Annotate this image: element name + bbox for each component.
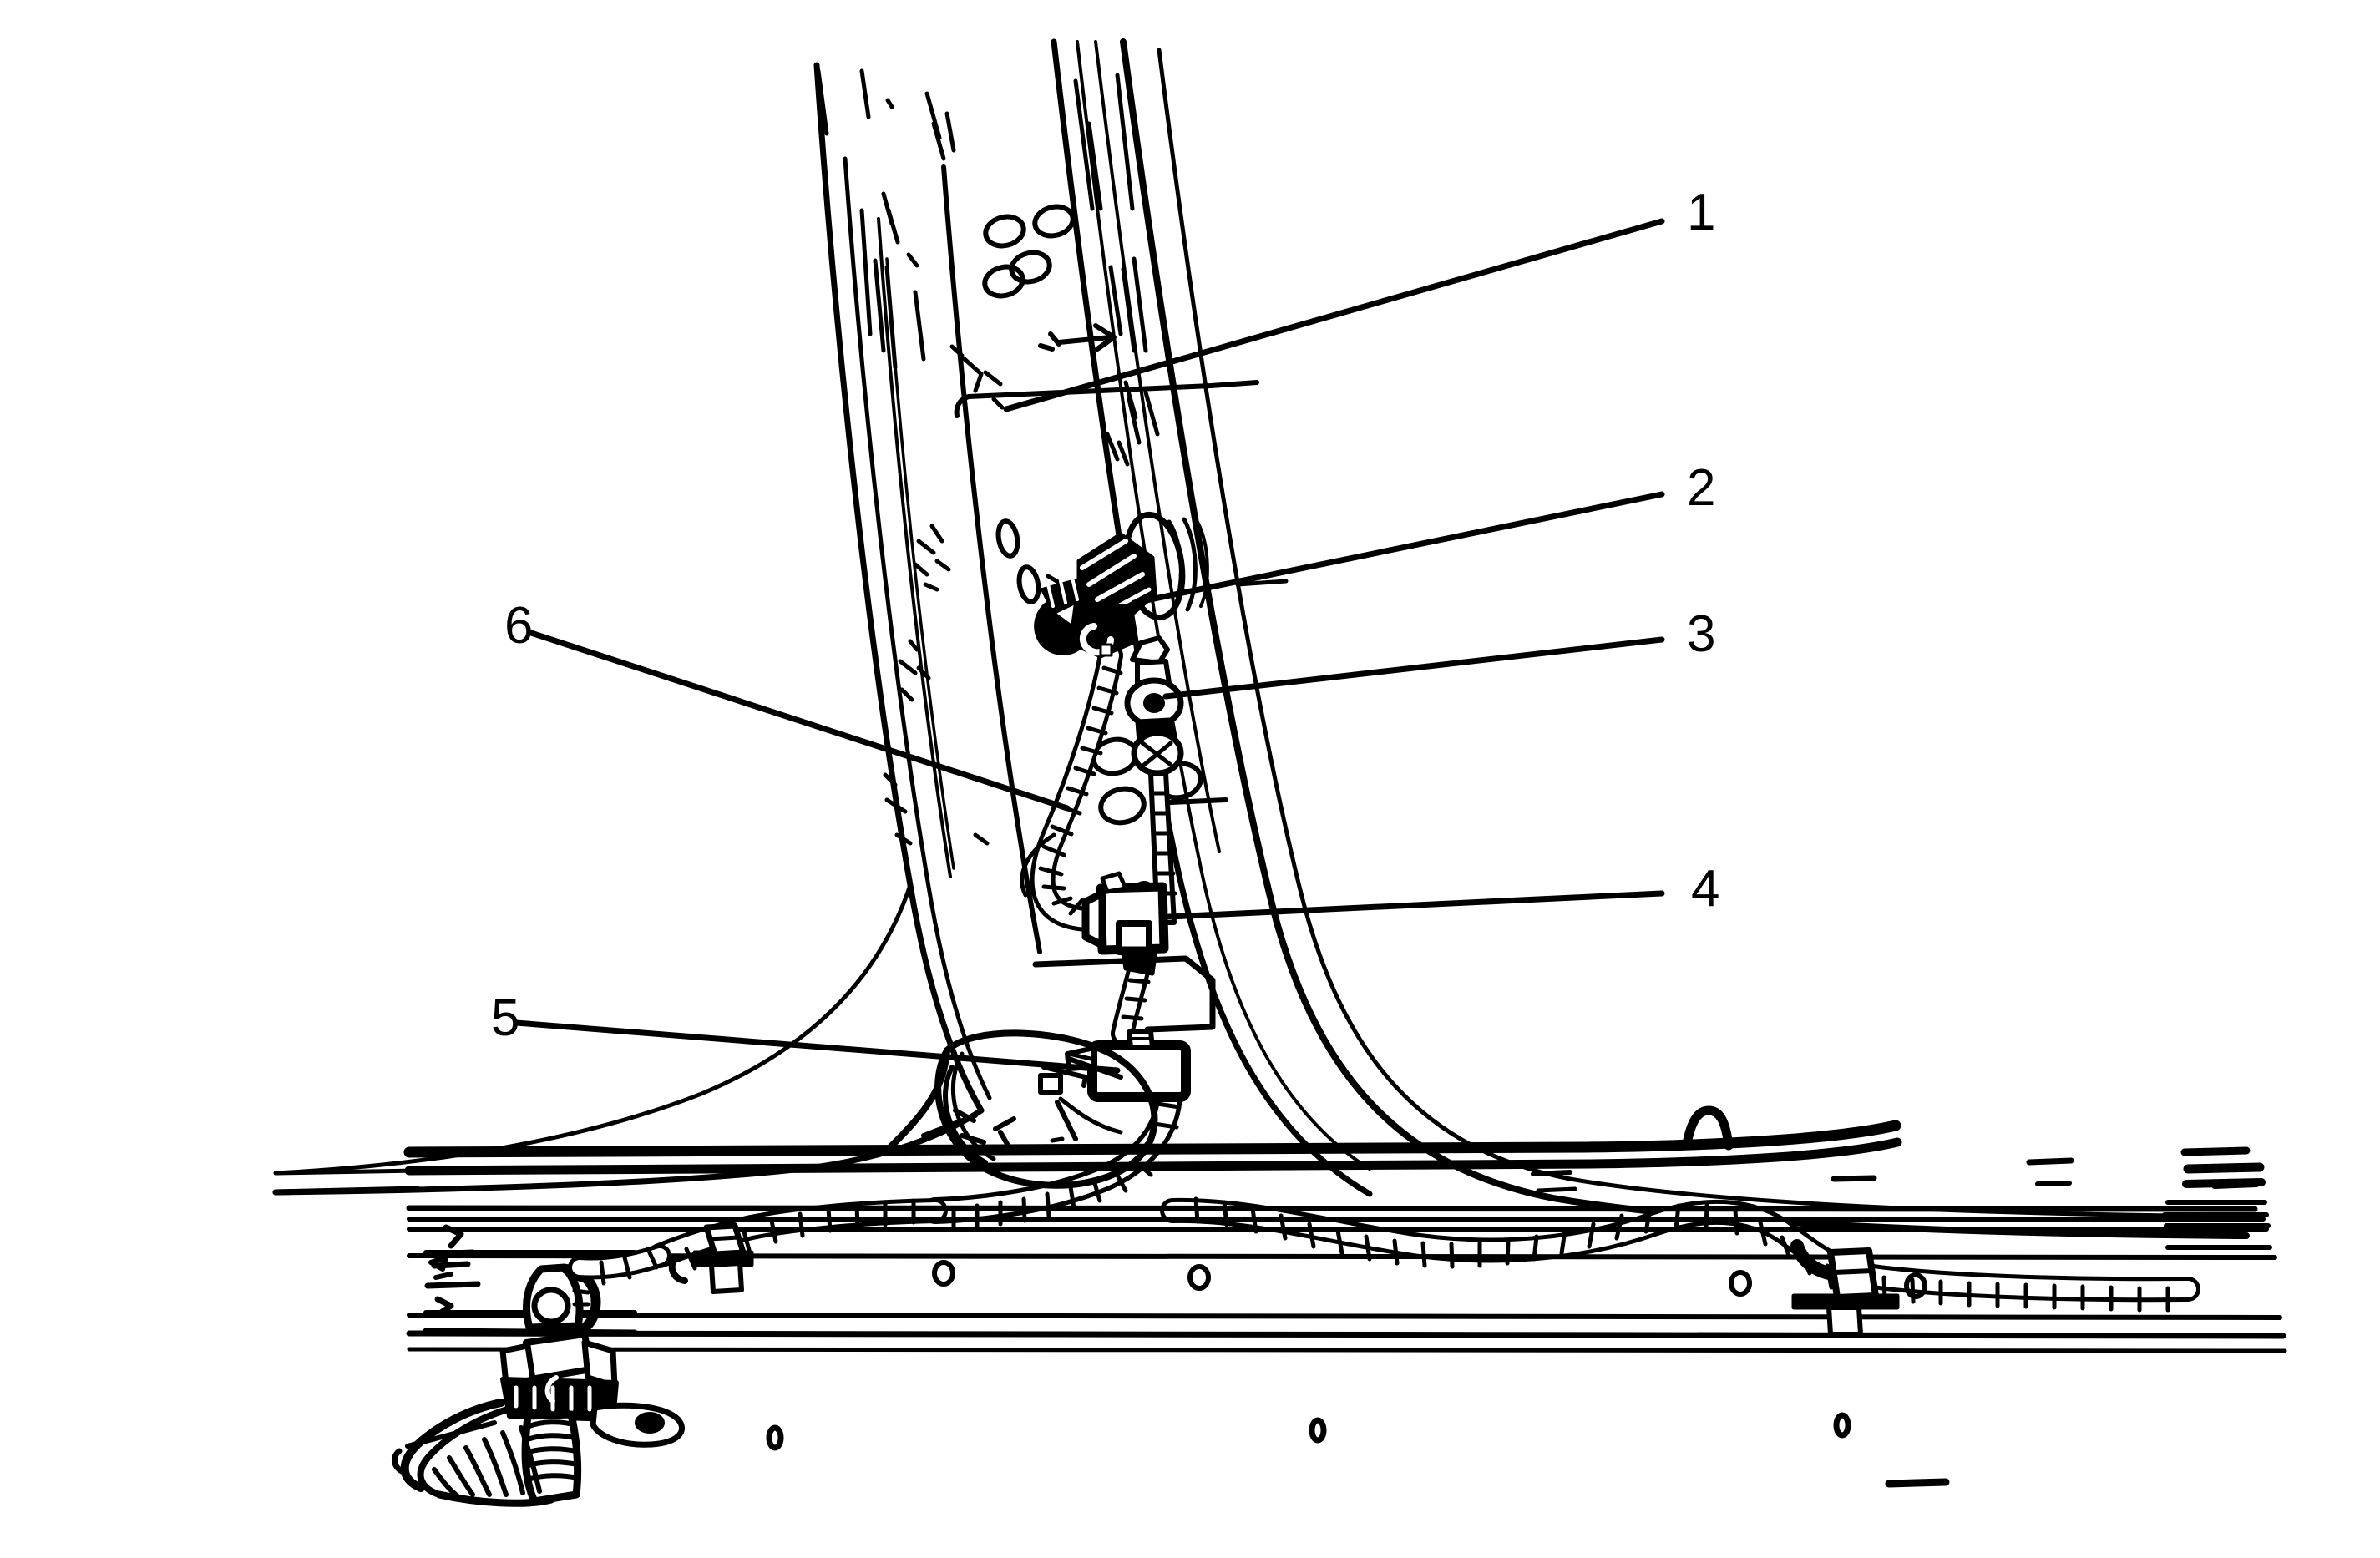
rocker-holes — [932, 1260, 1927, 1299]
callout-leaders — [513, 218, 1665, 1074]
callout-label-5: 5 — [491, 989, 519, 1047]
leader-3 — [1162, 636, 1665, 700]
leader-5 — [513, 1019, 1121, 1074]
harness-clip-right — [1791, 1247, 1900, 1337]
harness-clip-left — [668, 1222, 754, 1294]
leader-6 — [528, 630, 1071, 812]
floor-harness-connector — [391, 1255, 685, 1507]
callout-label-4: 4 — [1691, 860, 1719, 918]
callout-label-3: 3 — [1687, 605, 1715, 663]
inline-connector-4 — [1081, 871, 1169, 976]
harness-connector-2 — [1034, 532, 1157, 659]
pillar-base-opening — [882, 1029, 1158, 1189]
floor-marks — [766, 1412, 1950, 1488]
leader-4 — [1166, 890, 1665, 920]
callout-label-6: 6 — [504, 597, 533, 655]
callout-numbers: 1 2 3 4 5 6 — [491, 184, 1719, 1047]
callout-label-1: 1 — [1687, 184, 1715, 241]
leader-2 — [1131, 491, 1665, 606]
harness-tail-left — [568, 1244, 671, 1286]
leader-1 — [1003, 218, 1665, 412]
callout-label-2: 2 — [1687, 459, 1715, 517]
